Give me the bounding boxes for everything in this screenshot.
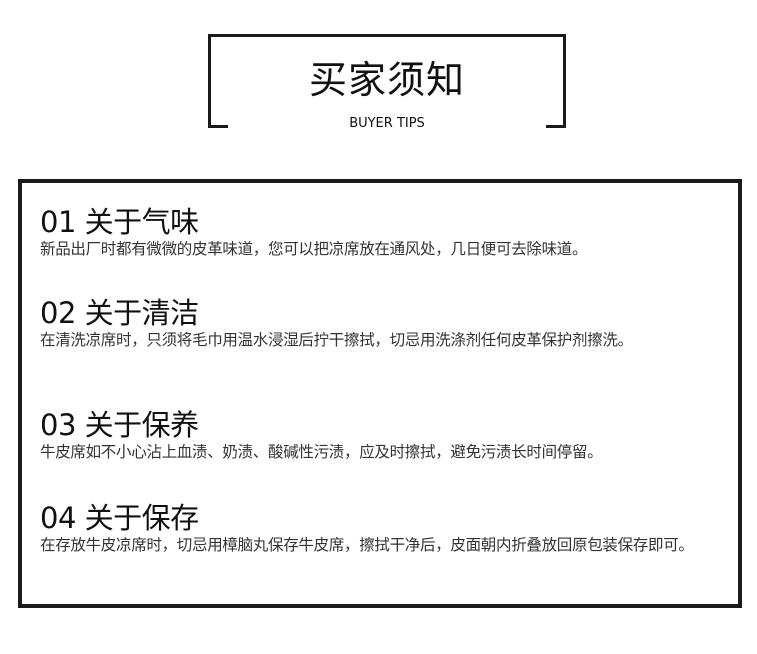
- tip-title: 02 关于清洁: [40, 296, 199, 330]
- tip-section-maintenance: 03 关于保养 牛皮席如不小心沾上血渍、奶渍、酸碱性污渍，应及时擦拭，避免污渍长…: [40, 408, 730, 461]
- tip-body: 新品出厂时都有微微的皮革味道，您可以把凉席放在通风处，几日便可去除味道。: [40, 240, 588, 258]
- tip-section-storage: 04 关于保存 在存放牛皮凉席时，切忌用樟脑丸保存牛皮席，擦拭干净后，皮面朝内折…: [40, 501, 730, 554]
- tip-title: 01 关于气味: [40, 205, 199, 239]
- tips-box: 01 关于气味 新品出厂时都有微微的皮革味道，您可以把凉席放在通风处，几日便可去…: [18, 179, 742, 608]
- tip-body: 在清洗凉席时，只须将毛巾用温水浸湿后拧干擦拭，切忌用洗涤剂任何皮革保护剂擦洗。: [40, 331, 633, 349]
- tip-section-cleaning: 02 关于清洁 在清洗凉席时，只须将毛巾用温水浸湿后拧干擦拭，切忌用洗涤剂任何皮…: [40, 296, 730, 349]
- frame-bottom-right-corner: [546, 125, 566, 128]
- tip-title: 03 关于保养: [40, 408, 199, 442]
- tip-body: 在存放牛皮凉席时，切忌用樟脑丸保存牛皮席，擦拭干净后，皮面朝内折叠放回原包装保存…: [40, 536, 694, 554]
- frame-top-border: [208, 34, 566, 37]
- page-subtitle: BUYER TIPS: [349, 116, 425, 131]
- frame-bottom-left-corner: [208, 125, 228, 128]
- frame-left-border: [208, 34, 211, 128]
- page-title: 买家须知: [308, 58, 465, 102]
- frame-right-border: [563, 34, 566, 128]
- title-frame: 买家须知 BUYER TIPS: [208, 34, 566, 131]
- tip-body: 牛皮席如不小心沾上血渍、奶渍、酸碱性污渍，应及时擦拭，避免污渍长时间停留。: [40, 443, 603, 461]
- tip-section-smell: 01 关于气味 新品出厂时都有微微的皮革味道，您可以把凉席放在通风处，几日便可去…: [40, 205, 730, 258]
- tip-title: 04 关于保存: [40, 501, 199, 535]
